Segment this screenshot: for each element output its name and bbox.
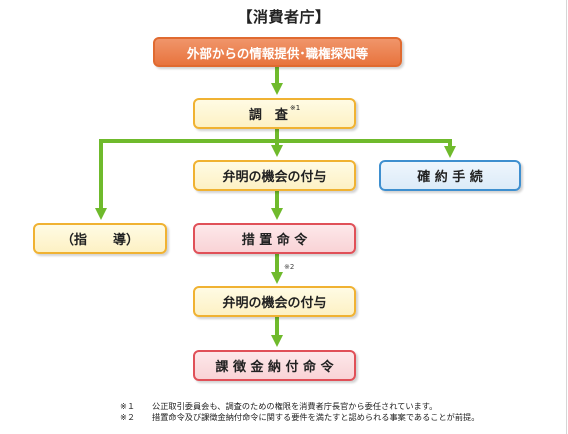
survey-footnote-mark: ※1 — [289, 103, 301, 112]
footnotes: ※１ 公正取引委員会も、調査のための権限を消費者庁長官から委任されています。 ※… — [120, 401, 560, 423]
box-measure-order: 措 置 命 令 — [193, 223, 356, 254]
box-external-info-label: 外部からの情報提供･職権探知等 — [186, 45, 369, 61]
box-surcharge-order-label: 課 徴 金 納 付 命 令 — [215, 360, 334, 375]
box-surcharge-order: 課 徴 金 納 付 命 令 — [193, 350, 356, 381]
footnote-2-text: 措置命令及び課徴金納付命令に関する要件を満たすと認められる事案であることが前提。 — [152, 412, 480, 422]
footnote-2-mark: ※２ — [120, 412, 136, 422]
box-hearing-1: 弁明の機会の付与 — [193, 160, 356, 191]
box-measure-order-label: 措 置 命 令 — [241, 233, 308, 248]
box-commitment-procedure: 確 約 手 続 — [379, 160, 521, 191]
arrow-footnote-mark: ※2 — [284, 263, 295, 271]
footnote-1-text: 公正取引委員会も、調査のための権限を消費者庁長官から委任されています。 — [152, 401, 438, 411]
arrow-branch-to-confirm — [277, 139, 456, 158]
footnote-1-mark: ※１ — [120, 401, 136, 411]
arrow-branch-to-guidance — [95, 139, 277, 220]
footnote-2: ※２ 措置命令及び課徴金納付命令に関する要件を満たすと認められる事案であることが… — [120, 412, 560, 423]
box-hearing-2: 弁明の機会の付与 — [193, 286, 356, 317]
page-edge-divider — [566, 0, 567, 434]
box-hearing-1-label: 弁明の機会の付与 — [222, 170, 327, 185]
box-survey-label: 調 査 — [248, 108, 288, 123]
box-survey: 調 査 ※1 — [193, 98, 356, 129]
box-commitment-procedure-label: 確 約 手 続 — [417, 170, 483, 185]
footnote-1: ※１ 公正取引委員会も、調査のための権限を消費者庁長官から委任されています。 — [120, 401, 560, 412]
diagram-title: 【消費者庁】 — [237, 8, 331, 26]
box-hearing-2-label: 弁明の機会の付与 — [222, 296, 327, 311]
box-guidance: （指 導） — [33, 223, 167, 254]
box-external-info: 外部からの情報提供･職権探知等 — [153, 37, 402, 67]
box-guidance-label: （指 導） — [60, 233, 139, 248]
